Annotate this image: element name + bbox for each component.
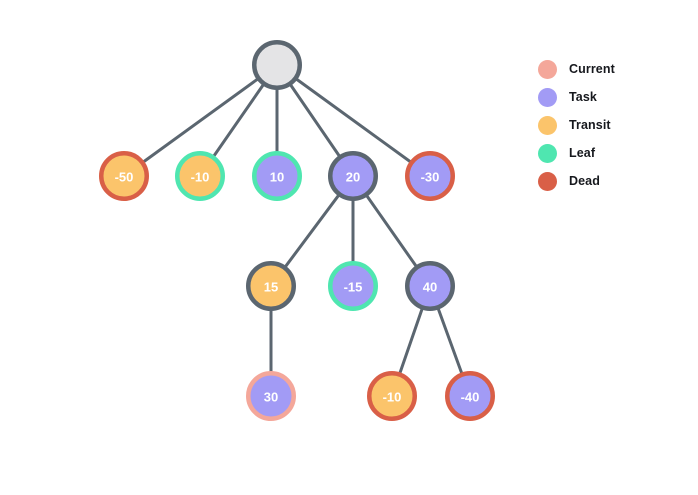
node-ring [405,151,455,201]
node-ring [328,151,378,201]
node-ring [99,151,149,201]
tree-node[interactable]: -10 [175,151,225,201]
legend-label: Dead [569,174,600,188]
tree-node[interactable]: 30 [246,371,296,421]
node-ring [175,151,225,201]
tree-edge [211,82,266,159]
node-ring [252,151,302,201]
tree-node[interactable]: -30 [405,151,455,201]
tree-edge [364,193,419,269]
node-ring [445,371,495,421]
legend-item-task[interactable]: Task [538,83,678,111]
edge-layer [141,77,464,376]
node-fill [248,373,294,419]
legend-item-transit[interactable]: Transit [538,111,678,139]
tree-node[interactable]: -15 [328,261,378,311]
tree-node[interactable]: 15 [246,261,296,311]
node-fill [407,153,453,199]
node-ring [246,371,296,421]
legend-swatch-leaf-icon [538,143,557,163]
tree-edge [398,306,424,376]
node-fill [248,263,294,309]
tree-node[interactable]: 20 [328,151,378,201]
tree-edge [436,306,464,376]
tree-node[interactable] [252,40,302,90]
node-layer: -50 -10 10 20 -30 15 -15 40 30 -10 -40 [99,40,495,421]
legend-item-dead[interactable]: Dead [538,167,678,195]
legend-swatch-current-icon [538,59,557,79]
node-fill [177,153,223,199]
node-fill [369,373,415,419]
tree-node[interactable]: 40 [405,261,455,311]
tree-edge [294,77,413,164]
node-fill [330,263,376,309]
legend-label: Current [569,62,615,76]
node-ring [246,261,296,311]
tree-edge [141,77,260,164]
node-ring [405,261,455,311]
node-fill [254,153,300,199]
tree-node[interactable]: -10 [367,371,417,421]
node-ring [252,40,302,90]
tree-edge [283,192,341,270]
legend-swatch-task-icon [538,87,557,107]
node-fill [447,373,493,419]
legend-item-leaf[interactable]: Leaf [538,139,678,167]
legend-swatch-dead-icon [538,171,557,191]
legend-label: Transit [569,118,611,132]
node-ring [328,261,378,311]
node-fill [330,153,376,199]
legend-item-current[interactable]: Current [538,55,678,83]
tree-edge [288,82,342,159]
node-fill [101,153,147,199]
legend-swatch-transit-icon [538,115,557,135]
tree-node[interactable]: 10 [252,151,302,201]
legend-label: Leaf [569,146,596,160]
legend-label: Task [569,90,597,104]
tree-node[interactable]: -40 [445,371,495,421]
node-fill [254,42,300,88]
tree-node[interactable]: -50 [99,151,149,201]
node-ring [367,371,417,421]
node-fill [407,263,453,309]
